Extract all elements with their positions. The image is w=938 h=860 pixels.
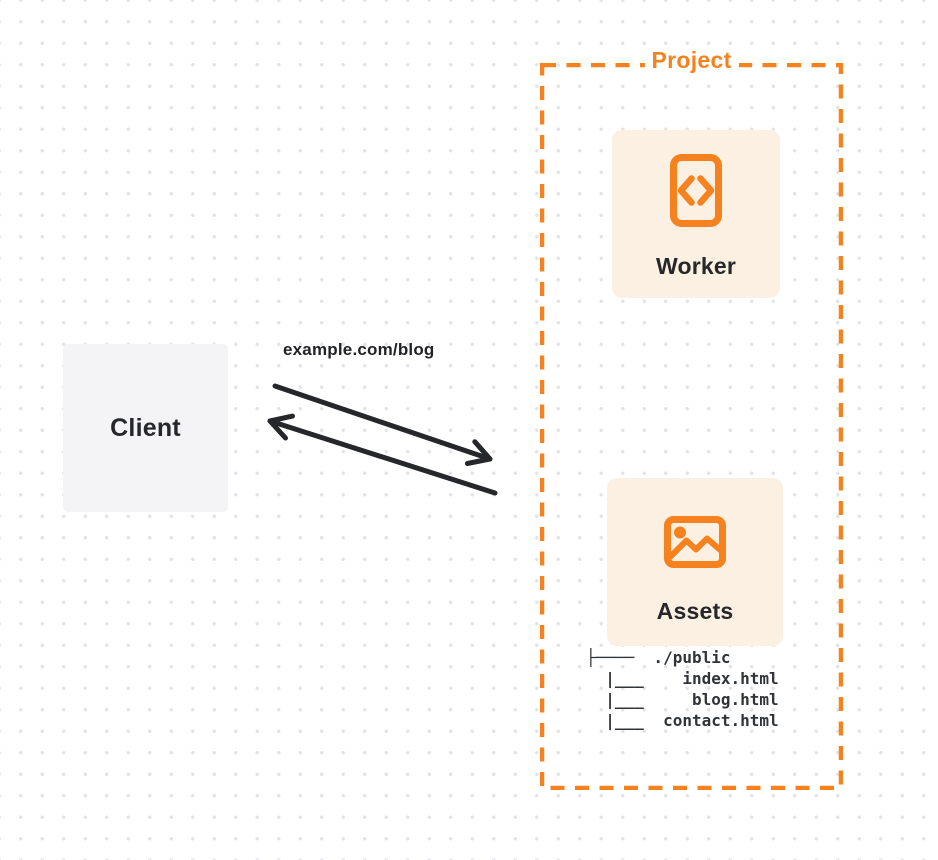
request-arrow-icon <box>272 383 493 466</box>
worker-label: Worker <box>655 253 737 279</box>
worker-node: Worker <box>612 130 780 298</box>
assets-label: Assets <box>656 598 734 624</box>
project-boundary: Project Worker Assets ├──── ./public |__… <box>540 47 843 790</box>
assets-node: Assets <box>607 478 783 646</box>
image-icon <box>664 516 726 568</box>
response-arrow-icon <box>267 413 498 496</box>
assets-file-tree: ├──── ./public |___ index.html |___ blog… <box>586 648 779 730</box>
client-label: Client <box>110 413 181 442</box>
project-label: Project <box>644 47 739 74</box>
client-node: Client <box>63 344 228 512</box>
code-document-icon <box>670 154 722 227</box>
request-url-label: example.com/blog <box>283 340 435 359</box>
